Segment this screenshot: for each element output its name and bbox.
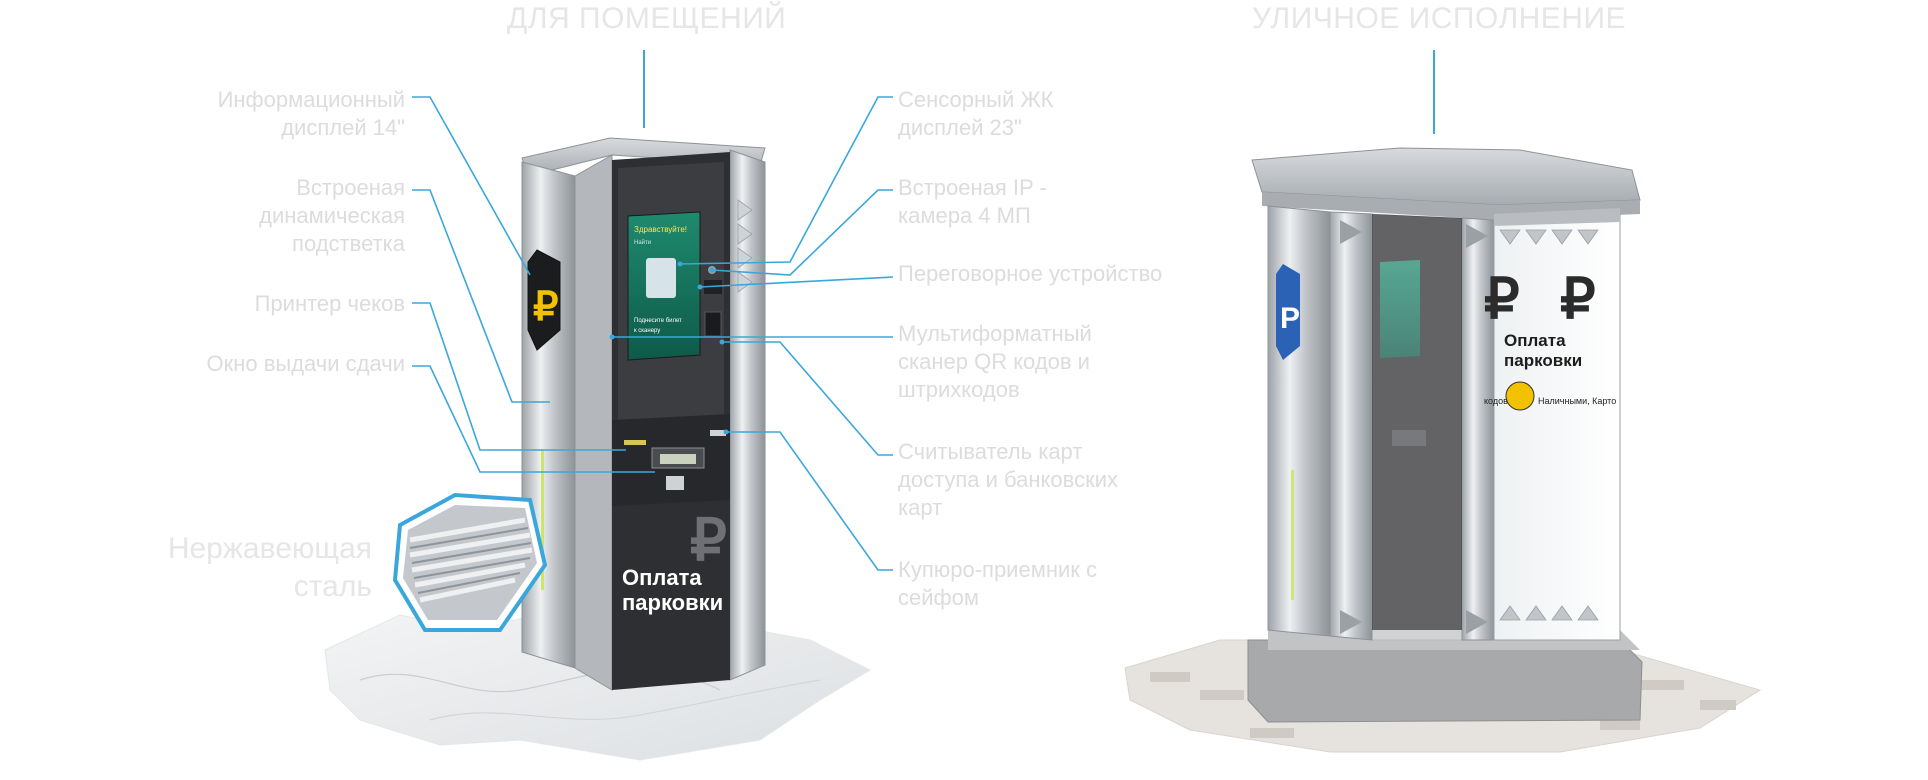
callout-line: Встроеная IP -	[898, 175, 1047, 200]
side-panel-top-frame	[1494, 208, 1620, 226]
marble-vein	[429, 679, 821, 721]
callout-touch-display: Сенсорный ЖК дисплей 23"	[898, 86, 1053, 142]
callout-line: доступа и банковских	[898, 467, 1118, 492]
camera-warning-sticker	[1505, 381, 1535, 411]
receipt-printer-slot	[624, 440, 646, 445]
callout-bill-acceptor: Купюро-приемник с сейфом	[898, 556, 1097, 612]
callout-line: сканер QR кодов и	[898, 349, 1090, 374]
scanner-slot	[704, 311, 722, 337]
info-display-badge	[527, 249, 561, 351]
outdoor-backlight	[1291, 470, 1294, 600]
callout-backlight: Встроеная динамическая подстветка	[150, 174, 405, 258]
callout-line: Окно выдачи сдачи	[206, 351, 405, 376]
callout-info-display: Информационный дисплей 14"	[150, 86, 405, 142]
steel-label: Нержавеющая сталь	[120, 530, 372, 606]
steel-label-line: сталь	[293, 570, 372, 603]
callout-line: подстветка	[292, 231, 405, 256]
callout-intercom: Переговорное устройство	[898, 260, 1162, 288]
callout-line: камера 4 МП	[898, 203, 1031, 228]
outdoor-screen	[1380, 260, 1420, 358]
outdoor-title: УЛИЧНОЕ ИСПОЛНЕНИЕ	[1252, 2, 1627, 35]
callout-ip-camera: Встроеная IP - камера 4 МП	[898, 174, 1047, 230]
side-currency-symbol-left: ₽	[1484, 267, 1520, 330]
change-tray	[660, 454, 696, 464]
callout-line: Мультиформатный	[898, 321, 1092, 346]
screen-hint: к сканеру	[634, 328, 660, 334]
callout-line: штрихкодов	[898, 377, 1020, 402]
kiosk-label-line1: Оплата	[622, 565, 702, 590]
callout-line: Принтер чеков	[254, 291, 405, 316]
indoor-title: ДЛЯ ПОМЕЩЕНИЙ	[507, 2, 787, 35]
leader-dots	[609, 261, 729, 435]
door-grille	[1340, 220, 1488, 634]
callout-scanner: Мультиформатный сканер QR кодов и штрихк…	[898, 320, 1092, 404]
side-label-line1: Оплата	[1504, 331, 1566, 350]
card-reader-slot	[710, 430, 726, 436]
screen-sub: Найти	[634, 239, 651, 246]
side-text-prefix: кодов	[1484, 396, 1508, 406]
granite-base	[1247, 639, 1643, 723]
screen-hint: Поднесите билет	[634, 318, 682, 324]
kiosk-right-pillar	[729, 149, 766, 681]
side-panel-grille-bottom	[1499, 605, 1599, 621]
kiosk-left-pillar	[521, 161, 576, 669]
callout-line: дисплей 23"	[898, 115, 1022, 140]
outdoor-side-body	[1267, 205, 1331, 637]
parking-badge	[1276, 264, 1300, 360]
front-column-left	[1329, 211, 1373, 641]
paving-tiles	[1150, 672, 1736, 738]
left-leader-lines	[412, 96, 655, 473]
steel-sample	[392, 492, 548, 632]
callout-line: Информационный	[217, 87, 405, 112]
steel-label-line: Нержавеющая	[167, 532, 372, 565]
callout-change-window: Окно выдачи сдачи	[150, 350, 405, 378]
kiosk-currency-symbol: ₽	[690, 508, 727, 573]
glass-door	[1371, 213, 1463, 641]
screen-card-image	[646, 258, 676, 298]
side-label-line2: парковки	[1504, 351, 1582, 370]
outdoor-change-window	[1392, 430, 1426, 446]
kiosk-label-line2: парковки	[622, 590, 723, 615]
callout-line: Сенсорный ЖК	[898, 87, 1054, 112]
side-panel-grille-top	[1499, 229, 1599, 245]
backlight-strip	[541, 450, 544, 590]
side-text: Наличными, Карто	[1538, 396, 1616, 406]
callout-line: Купюро-приемник с	[898, 557, 1097, 582]
callout-card-reader: Считыватель карт доступа и банковских ка…	[898, 438, 1118, 522]
callout-line: Переговорное устройство	[898, 261, 1163, 286]
callout-line: дисплей 14"	[281, 115, 405, 140]
callout-printer: Принтер чеков	[150, 290, 405, 318]
bill-acceptor-slot	[666, 476, 684, 490]
right-leader-lines	[612, 96, 894, 571]
badge-currency-symbol: ₽	[533, 285, 558, 329]
screen-greeting: Здравствуйте!	[634, 225, 687, 234]
callout-line: Считыватель карт	[898, 439, 1083, 464]
callout-line: сейфом	[898, 585, 979, 610]
kiosk-side-panel	[574, 154, 613, 691]
callout-line: карт	[898, 495, 943, 520]
side-currency-symbol: ₽	[1560, 267, 1596, 330]
callout-line: динамическая	[259, 203, 405, 228]
callout-line: Встроеная	[296, 175, 405, 200]
parking-badge-letter: P	[1280, 302, 1300, 335]
